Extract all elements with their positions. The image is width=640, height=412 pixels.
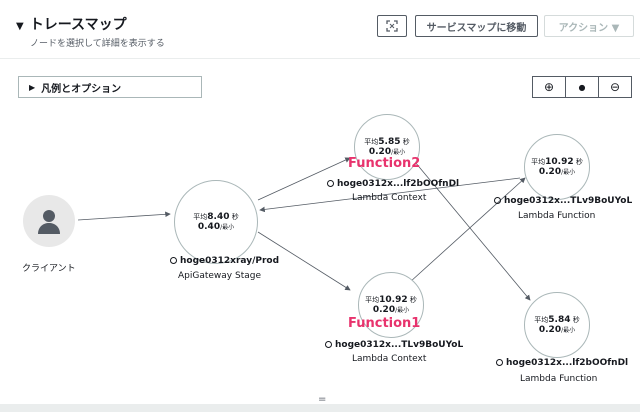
function1-context-node[interactable]: 平均10.92 秒 0.20/最小 bbox=[358, 272, 424, 338]
footer-bar bbox=[0, 404, 640, 412]
zoom-out-icon[interactable]: ⊖ bbox=[609, 80, 621, 94]
client-node[interactable] bbox=[23, 195, 75, 247]
function2-context-type: Lambda Context bbox=[352, 193, 427, 203]
function1-lambda-type: Lambda Function bbox=[518, 211, 596, 221]
expand-button[interactable] bbox=[377, 15, 407, 37]
zoom-controls: ⊕ ● ⊖ bbox=[532, 76, 632, 98]
resize-handle-icon[interactable]: = bbox=[318, 394, 327, 405]
function2-lambda-name[interactable]: hoge0312x...lf2bOOfnDl bbox=[496, 358, 628, 368]
node-select-radio-icon[interactable] bbox=[170, 257, 177, 264]
edge-apigw-f2ctx bbox=[257, 157, 351, 201]
node-select-radio-icon[interactable] bbox=[327, 180, 334, 187]
apigw-node[interactable]: 平均8.40 秒 0.40/最小 bbox=[174, 180, 258, 264]
apigw-name[interactable]: hoge0312xray/Prod bbox=[170, 256, 279, 266]
node-select-radio-icon[interactable] bbox=[494, 197, 501, 204]
page-title[interactable]: ▼トレースマップ bbox=[16, 17, 127, 33]
function1-context-name[interactable]: hoge0312x...TLv9BoUYoL bbox=[325, 340, 463, 350]
apigw-type: ApiGateway Stage bbox=[178, 271, 261, 281]
page-subtitle: ノードを選択して詳細を表示する bbox=[30, 39, 165, 49]
user-icon bbox=[38, 210, 60, 234]
legend-options-toggle[interactable]: ▶ 凡例とオプション bbox=[18, 76, 202, 98]
function2-context-name[interactable]: hoge0312x...lf2bOOfnDl bbox=[327, 179, 459, 189]
action-dropdown-button[interactable]: アクション ▼ bbox=[544, 15, 634, 37]
collapse-caret-icon[interactable]: ▼ bbox=[16, 21, 24, 32]
node-select-radio-icon[interactable] bbox=[496, 359, 503, 366]
function2-context-node[interactable]: 平均5.85 秒 0.20/最小 bbox=[354, 114, 420, 180]
zoom-in-icon[interactable]: ⊕ bbox=[533, 77, 566, 97]
header-divider bbox=[0, 58, 640, 59]
expand-triangle-icon: ▶ bbox=[29, 82, 36, 92]
node-select-radio-icon[interactable] bbox=[325, 341, 332, 348]
edge-f1fn-apigw bbox=[259, 177, 521, 213]
edge-f1ctx-f1fn bbox=[409, 177, 526, 283]
trace-map-header: ▼トレースマップ ノードを選択して詳細を表示する サービスマップに移動 アクショ… bbox=[0, 0, 640, 58]
function1-lambda-name[interactable]: hoge0312x...TLv9BoUYoL bbox=[494, 196, 632, 206]
edge-client-apigw bbox=[77, 211, 171, 221]
function1-context-type: Lambda Context bbox=[352, 354, 427, 364]
function2-lambda-node[interactable]: 平均5.84 秒 0.20/最小 bbox=[524, 292, 590, 358]
function2-annotation: Function2 bbox=[348, 156, 421, 171]
goto-service-map-button[interactable]: サービスマップに移動 bbox=[415, 15, 538, 37]
client-label: クライアント bbox=[22, 264, 76, 274]
function1-annotation: Function1 bbox=[348, 316, 421, 331]
function1-lambda-node[interactable]: 平均10.92 秒 0.20/最小 bbox=[524, 134, 590, 200]
expand-icon bbox=[386, 20, 398, 32]
function2-lambda-type: Lambda Function bbox=[520, 374, 598, 384]
zoom-reset-icon[interactable]: ● bbox=[566, 77, 599, 97]
edge-apigw-f1ctx bbox=[257, 231, 351, 291]
edge-f2ctx-f2fn bbox=[409, 155, 531, 301]
